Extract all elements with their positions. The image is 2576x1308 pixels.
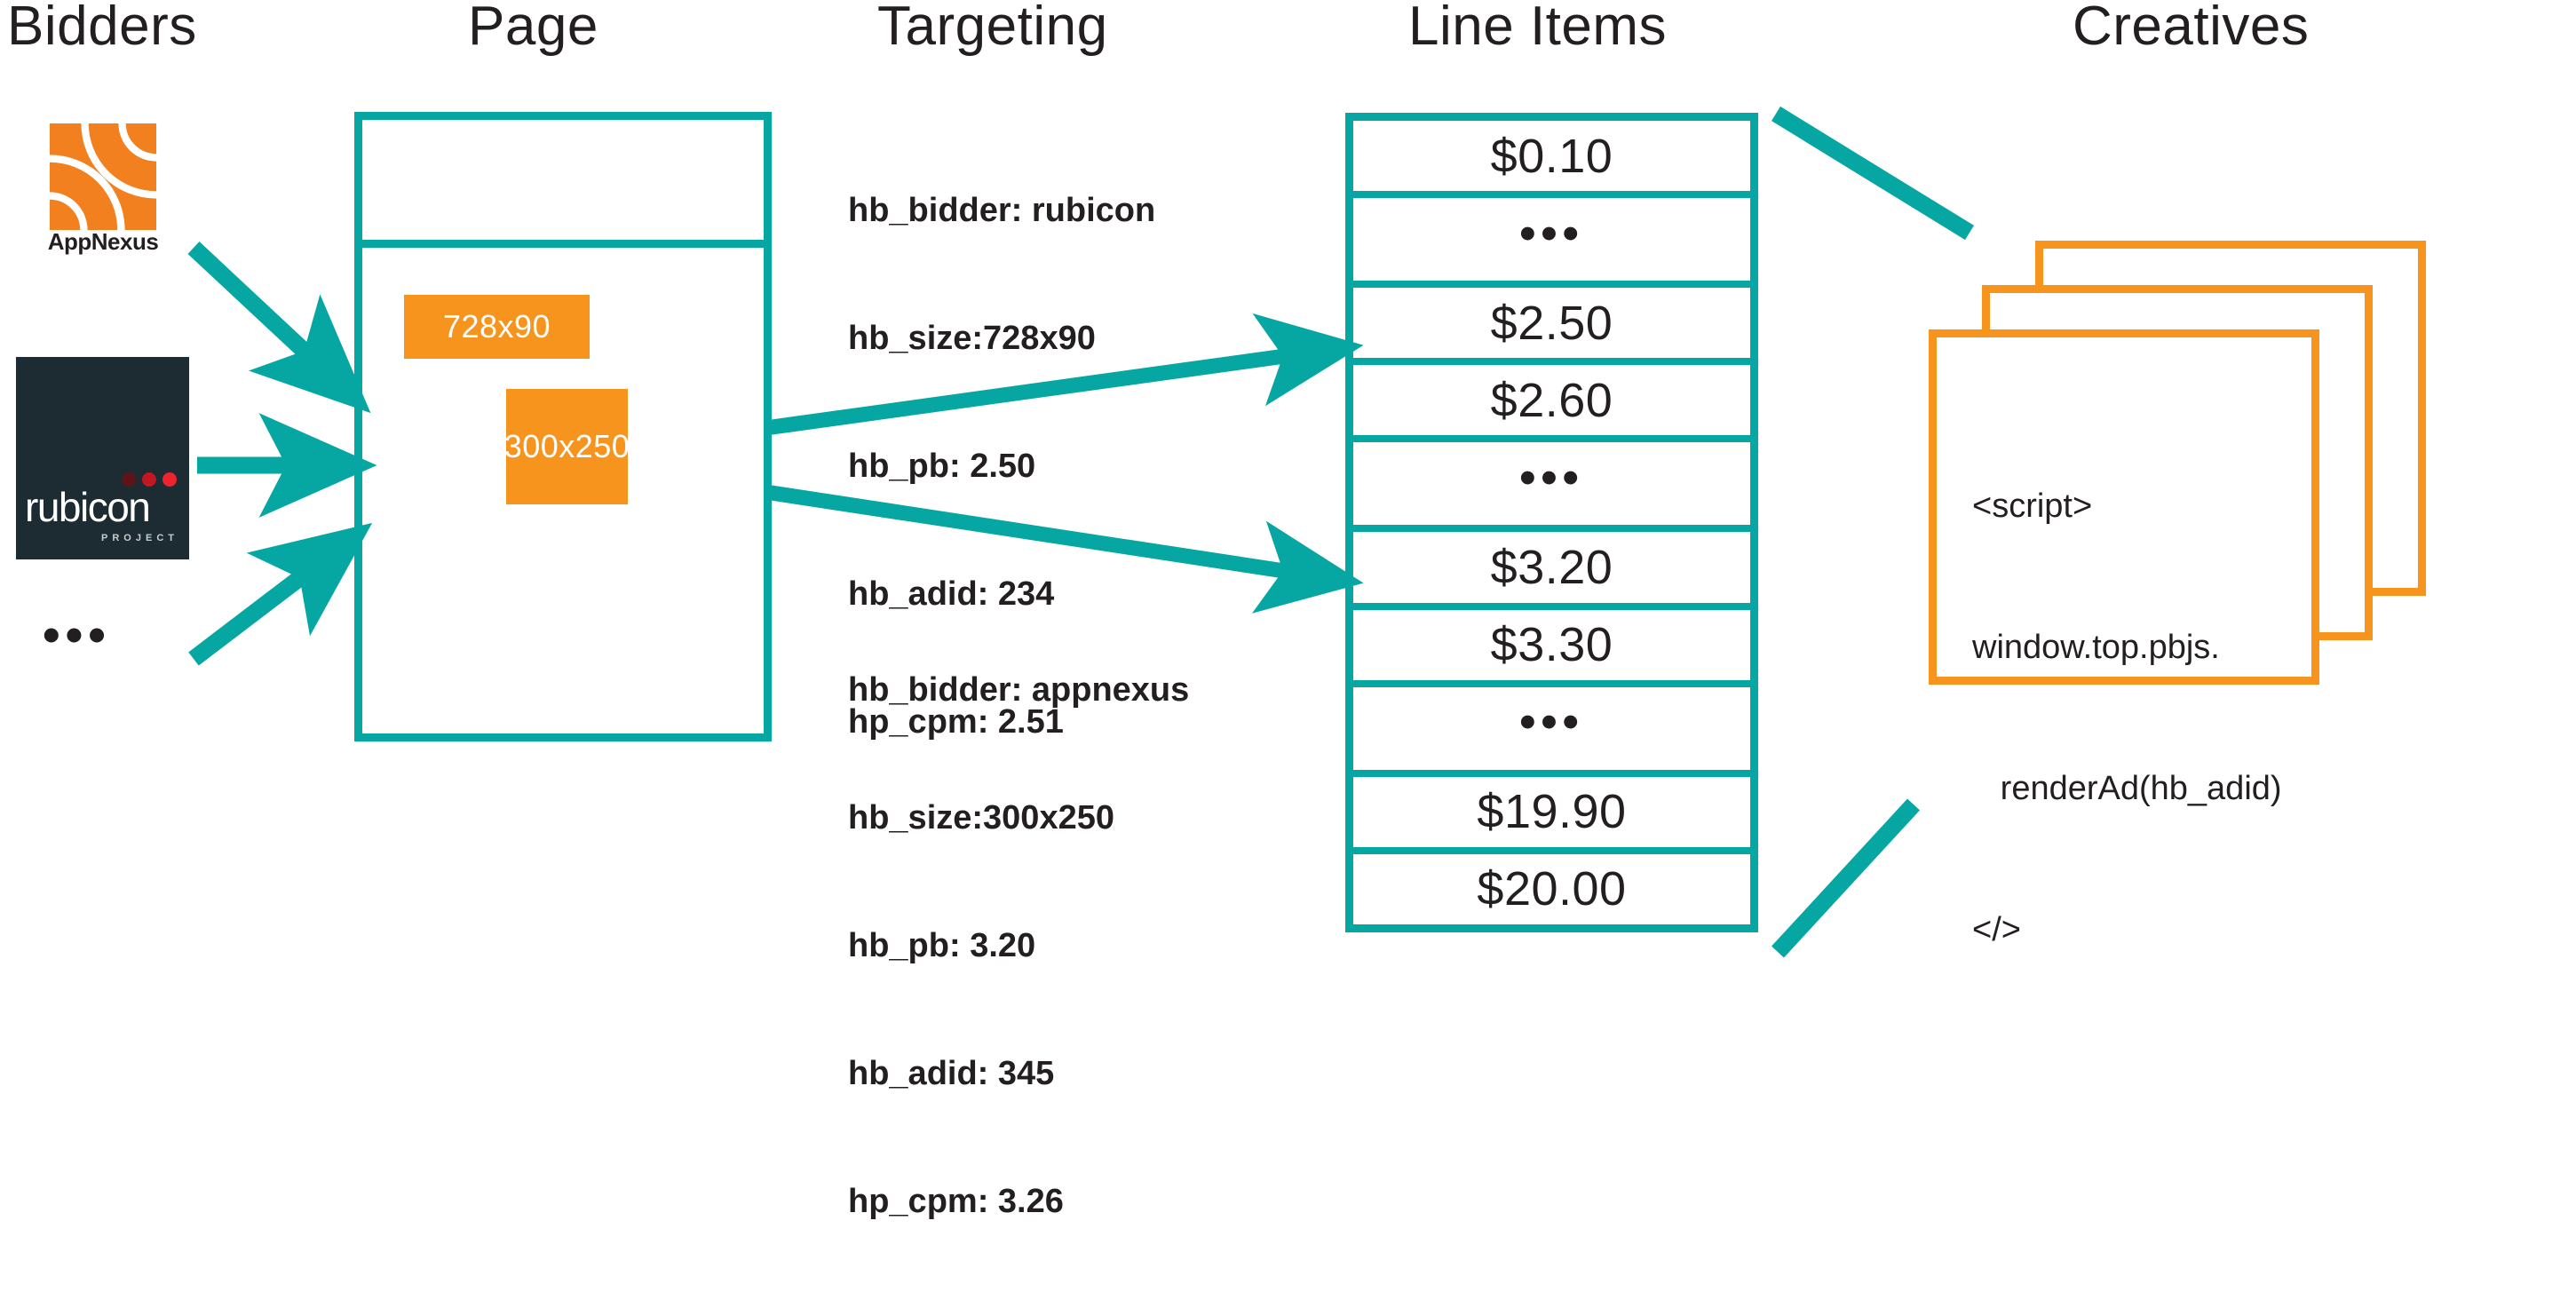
creative-code-line-2: window.top.pbjs.	[1972, 629, 2220, 666]
targeting-hb-pb: hb_pb: 2.50	[848, 448, 1036, 485]
targeting-hb-size: hb_size:728x90	[848, 320, 1096, 357]
rubicon-subtitle: PROJECT	[101, 533, 178, 543]
appnexus-logo-icon	[21, 123, 185, 230]
bidder-appnexus: AppNexus	[21, 123, 185, 257]
targeting-hb-bidder: hb_bidder: appnexus	[848, 671, 1190, 709]
column-heading-creatives: Creatives	[2073, 0, 2310, 57]
line-item-row[interactable]: $0.10	[1353, 121, 1750, 192]
creative-code-block: <script> window.top.pbjs. renderAd(hb_ad…	[1972, 389, 2310, 1048]
line-item-row: •••	[1353, 442, 1750, 526]
bidders-more-ellipsis: •••	[43, 606, 111, 662]
line-item-row[interactable]: $19.90	[1353, 776, 1750, 847]
targeting-key-values-appnexus: hb_bidder: appnexus hb_size:300x250 hb_p…	[848, 583, 1189, 1308]
connector-line-items-to-creatives-top	[1771, 106, 1974, 241]
creatives-stack: <script> window.top.pbjs. renderAd(hb_ad…	[1929, 241, 2426, 948]
line-item-row: •••	[1353, 686, 1750, 770]
targeting-hb-adid: hb_adid: 345	[848, 1055, 1055, 1092]
column-heading-bidders: Bidders	[7, 0, 197, 57]
line-item-row[interactable]: $3.20	[1353, 532, 1750, 603]
appnexus-label: AppNexus	[47, 228, 159, 255]
targeting-hb-size: hb_size:300x250	[848, 799, 1114, 836]
line-item-row[interactable]: $20.00	[1353, 853, 1750, 924]
creative-code-line-1: <script>	[1972, 488, 2093, 525]
line-item-row[interactable]: $3.30	[1353, 609, 1750, 680]
column-heading-page: Page	[468, 0, 598, 57]
page-frame: 728x90 300x250	[354, 112, 772, 741]
line-items-table: $0.10 ••• $2.50 $2.60 ••• $3.20 $3.30 ••…	[1345, 113, 1758, 932]
column-heading-line-items: Line Items	[1408, 0, 1668, 57]
arrow-other-bidders-to-page	[188, 522, 373, 666]
targeting-hb-bidder: hb_bidder: rubicon	[848, 192, 1156, 229]
targeting-hp-cpm: hp_cpm: 3.26	[848, 1183, 1064, 1220]
page-header-region	[362, 120, 764, 248]
rubicon-dots-icon	[122, 472, 177, 487]
creative-code-line-3: renderAd(hb_adid)	[1972, 770, 2282, 807]
creative-code-line-4: </>	[1972, 911, 2021, 948]
targeting-hb-pb: hb_pb: 3.20	[848, 927, 1036, 964]
ad-slot-728x90[interactable]: 728x90	[404, 295, 590, 359]
line-item-row[interactable]: $2.60	[1353, 365, 1750, 436]
column-heading-targeting: Targeting	[877, 0, 1108, 57]
ad-slot-300x250[interactable]: 300x250	[504, 389, 630, 504]
line-item-row: •••	[1353, 198, 1750, 281]
rubicon-wordmark: rubicon	[25, 484, 151, 530]
creative-card-front[interactable]: <script> window.top.pbjs. renderAd(hb_ad…	[1929, 329, 2319, 948]
connector-line-items-to-creatives-bottom	[1771, 798, 1920, 958]
line-item-row[interactable]: $2.50	[1353, 288, 1750, 359]
arrow-appnexus-to-page	[187, 242, 371, 414]
diagram-canvas: Bidders Page Targeting Line Items Creati…	[7, 0, 2426, 1220]
targeting-hp-cpm: hp_cpm: 2.51	[848, 703, 1064, 741]
bidder-rubicon-project: rubicon PROJECT	[16, 357, 189, 559]
